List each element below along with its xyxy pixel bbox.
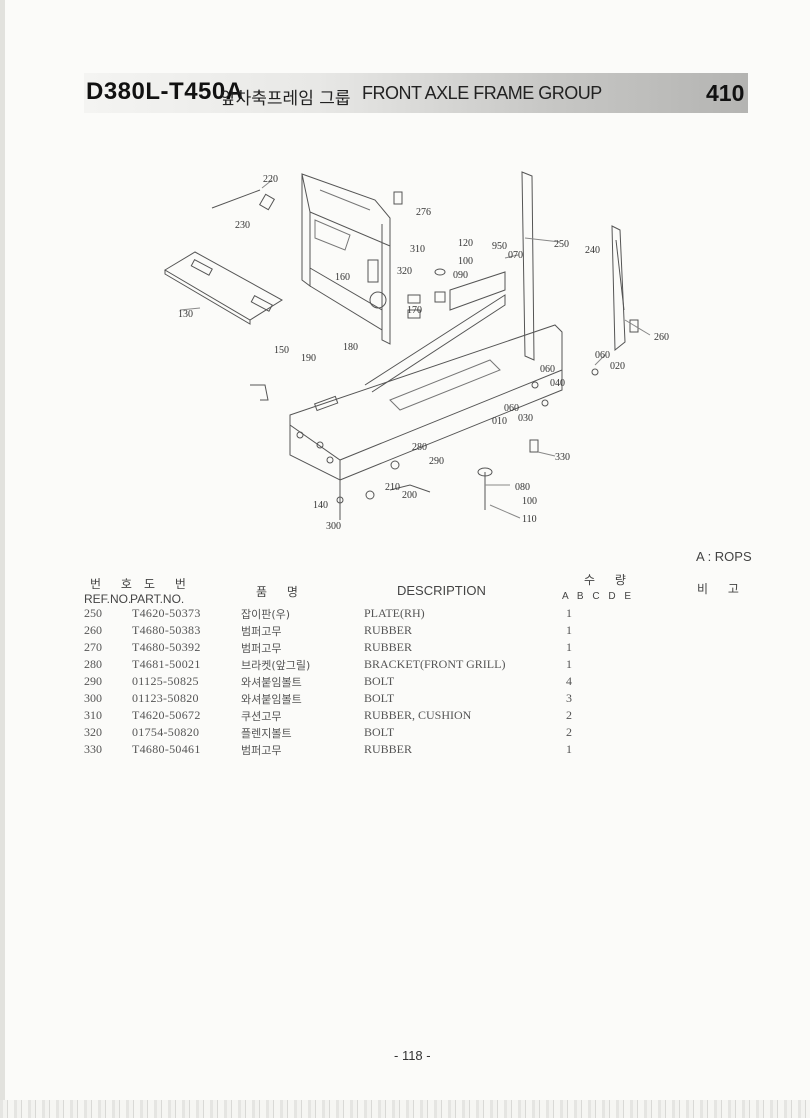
ref-label: 090 bbox=[453, 270, 468, 281]
leader-lines bbox=[179, 179, 651, 519]
page-number: - 118 - bbox=[394, 1048, 431, 1063]
main-frame bbox=[289, 271, 563, 481]
ref-label: 010 bbox=[492, 416, 507, 427]
ref-label: 200 bbox=[402, 490, 417, 501]
ref-label: 320 bbox=[397, 266, 412, 277]
ref-label: 300 bbox=[326, 521, 341, 532]
ref-label: 130 bbox=[178, 309, 193, 320]
model-code: D380L-T450A bbox=[86, 78, 244, 105]
ref-label: 060 bbox=[595, 350, 610, 361]
ref-label: 060 bbox=[540, 364, 555, 375]
scan-edge-bottom bbox=[0, 1100, 810, 1118]
description-header: DESCRIPTION bbox=[397, 583, 486, 598]
small-parts bbox=[211, 189, 639, 520]
title-english: FRONT AXLE FRAME GROUP bbox=[362, 83, 602, 103]
ref-label: 240 bbox=[585, 245, 600, 256]
ref-label: 070 bbox=[508, 250, 523, 261]
ref-label: 190 bbox=[301, 353, 316, 364]
ref-label: 060 bbox=[504, 403, 519, 414]
ref-label: 020 bbox=[610, 361, 625, 372]
ref-label: 950 bbox=[492, 241, 507, 252]
ref-label: 100 bbox=[458, 256, 473, 267]
section-number: 410 bbox=[706, 80, 745, 106]
ref-label: 220 bbox=[263, 174, 278, 185]
exploded-parts-diagram: 220 230 276 310 120 950 070 250 100 090 … bbox=[164, 171, 669, 532]
ref-label: 110 bbox=[522, 514, 537, 525]
ref-label: 210 bbox=[385, 482, 400, 493]
ref-label: 150 bbox=[274, 345, 289, 356]
ref-label: 080 bbox=[515, 482, 530, 493]
ref-label: 260 bbox=[654, 332, 669, 343]
ref-label: 160 bbox=[335, 272, 350, 283]
ref-label: 276 bbox=[416, 207, 431, 218]
ref-label: 310 bbox=[410, 244, 425, 255]
ref-label: 250 bbox=[554, 239, 569, 250]
upright-frame bbox=[301, 173, 391, 345]
ref-label: 140 bbox=[313, 500, 328, 511]
ref-label: 120 bbox=[458, 238, 473, 249]
reference-labels: 220 230 276 310 120 950 070 250 100 090 … bbox=[178, 174, 669, 532]
side-plate-250 bbox=[521, 171, 535, 361]
ref-label: 040 bbox=[550, 378, 565, 389]
ref-label: 100 bbox=[522, 496, 537, 507]
ref-label: 280 bbox=[412, 442, 427, 453]
part-no-header: 도 번 PART.NO. bbox=[130, 577, 194, 606]
ref-label: 230 bbox=[235, 220, 250, 231]
name-kr-header: 품 명 bbox=[256, 585, 306, 599]
ref-label: 290 bbox=[429, 456, 444, 467]
title-korean: 앞차축프레임 그룹 bbox=[220, 89, 351, 109]
rops-note: A : ROPS bbox=[696, 549, 752, 564]
qty-header: 수 량 bbox=[584, 573, 634, 587]
qty-columns: A B C D E bbox=[562, 591, 632, 602]
remarks-header: 비 고 bbox=[697, 582, 747, 596]
ref-label: 030 bbox=[518, 413, 533, 424]
ref-label: 170 bbox=[407, 305, 422, 316]
floor-plate-130 bbox=[164, 251, 283, 325]
scan-edge-left bbox=[0, 0, 5, 1118]
header-band bbox=[84, 73, 748, 113]
side-plate-240 bbox=[611, 225, 626, 352]
ref-no-header: 번 호 REF.NO. bbox=[84, 577, 140, 606]
ref-label: 330 bbox=[555, 452, 570, 463]
ref-label: 180 bbox=[343, 342, 358, 353]
